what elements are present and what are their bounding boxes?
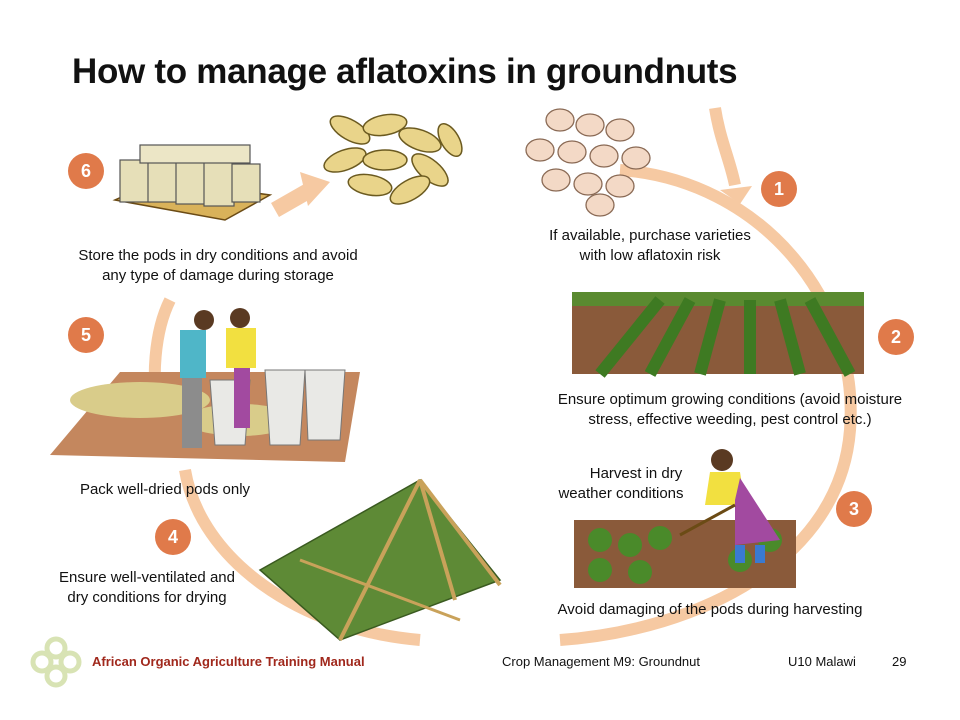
caption-line: Avoid damaging of the pods during harves… (557, 601, 863, 618)
caption-line: any type of damage during storage (102, 267, 334, 284)
step-2-caption: Ensure optimum growing conditions (avoid… (540, 390, 920, 430)
arrow-head (720, 186, 752, 204)
page-number: 29 (892, 654, 907, 669)
footer-module: Crop Management M9: Groundnut (502, 654, 700, 669)
step-1-caption: If available, purchase varieties with lo… (530, 226, 770, 266)
footer-manual-title: African Organic Agriculture Training Man… (92, 654, 365, 669)
storage-bags-illustration (112, 144, 273, 221)
drying-rack-illustration (258, 478, 502, 641)
caption-line: with low aflatoxin risk (579, 247, 721, 264)
step-1-badge: 1 (761, 171, 797, 207)
caption-line: Ensure optimum growing conditions (avoid… (557, 391, 903, 408)
step-3-caption: Avoid damaging of the pods during harves… (540, 600, 880, 620)
caption-line: dry conditions for drying (67, 589, 227, 606)
caption-line: Store the pods in dry conditions and avo… (78, 247, 358, 264)
step-2-badge: 2 (878, 319, 914, 355)
groundnut-pods-illustration (323, 113, 463, 205)
footer-unit: U10 Malawi (788, 654, 856, 669)
step-3-badge: 3 (836, 491, 872, 527)
groundnut-kernels-illustration (525, 108, 651, 217)
caption-line: Harvest in dry (589, 465, 683, 482)
arrow-head (300, 172, 330, 206)
caption-line: If available, purchase varieties (549, 227, 751, 244)
step-5-badge: 5 (68, 317, 104, 353)
packing-illustration (50, 308, 360, 462)
page-title: How to manage aflatoxins in groundnuts (72, 52, 738, 91)
crop-field-illustration (572, 292, 864, 378)
cycle-arrow (709, 107, 741, 187)
step-4-badge: 4 (155, 519, 191, 555)
step-6-badge: 6 (68, 153, 104, 189)
cycle-arrow (179, 468, 421, 646)
cycle-arrow (271, 183, 314, 217)
step-3-note: Harvest in dry weather conditions (546, 464, 696, 504)
caption-line: stress, effective weeding, pest control … (588, 411, 872, 428)
caption-line: weather conditions (558, 485, 684, 502)
step-5-caption: Pack well-dried pods only (60, 480, 270, 500)
step-4-caption: Ensure well-ventilated and dry condition… (42, 568, 252, 608)
harvest-illustration (574, 449, 796, 588)
caption-line: Pack well-dried pods only (79, 481, 251, 498)
cycle-arrow (559, 164, 857, 646)
step-6-caption: Store the pods in dry conditions and avo… (58, 246, 378, 286)
flower-logo-icon (30, 636, 82, 688)
caption-line: Ensure well-ventilated and (59, 569, 235, 586)
